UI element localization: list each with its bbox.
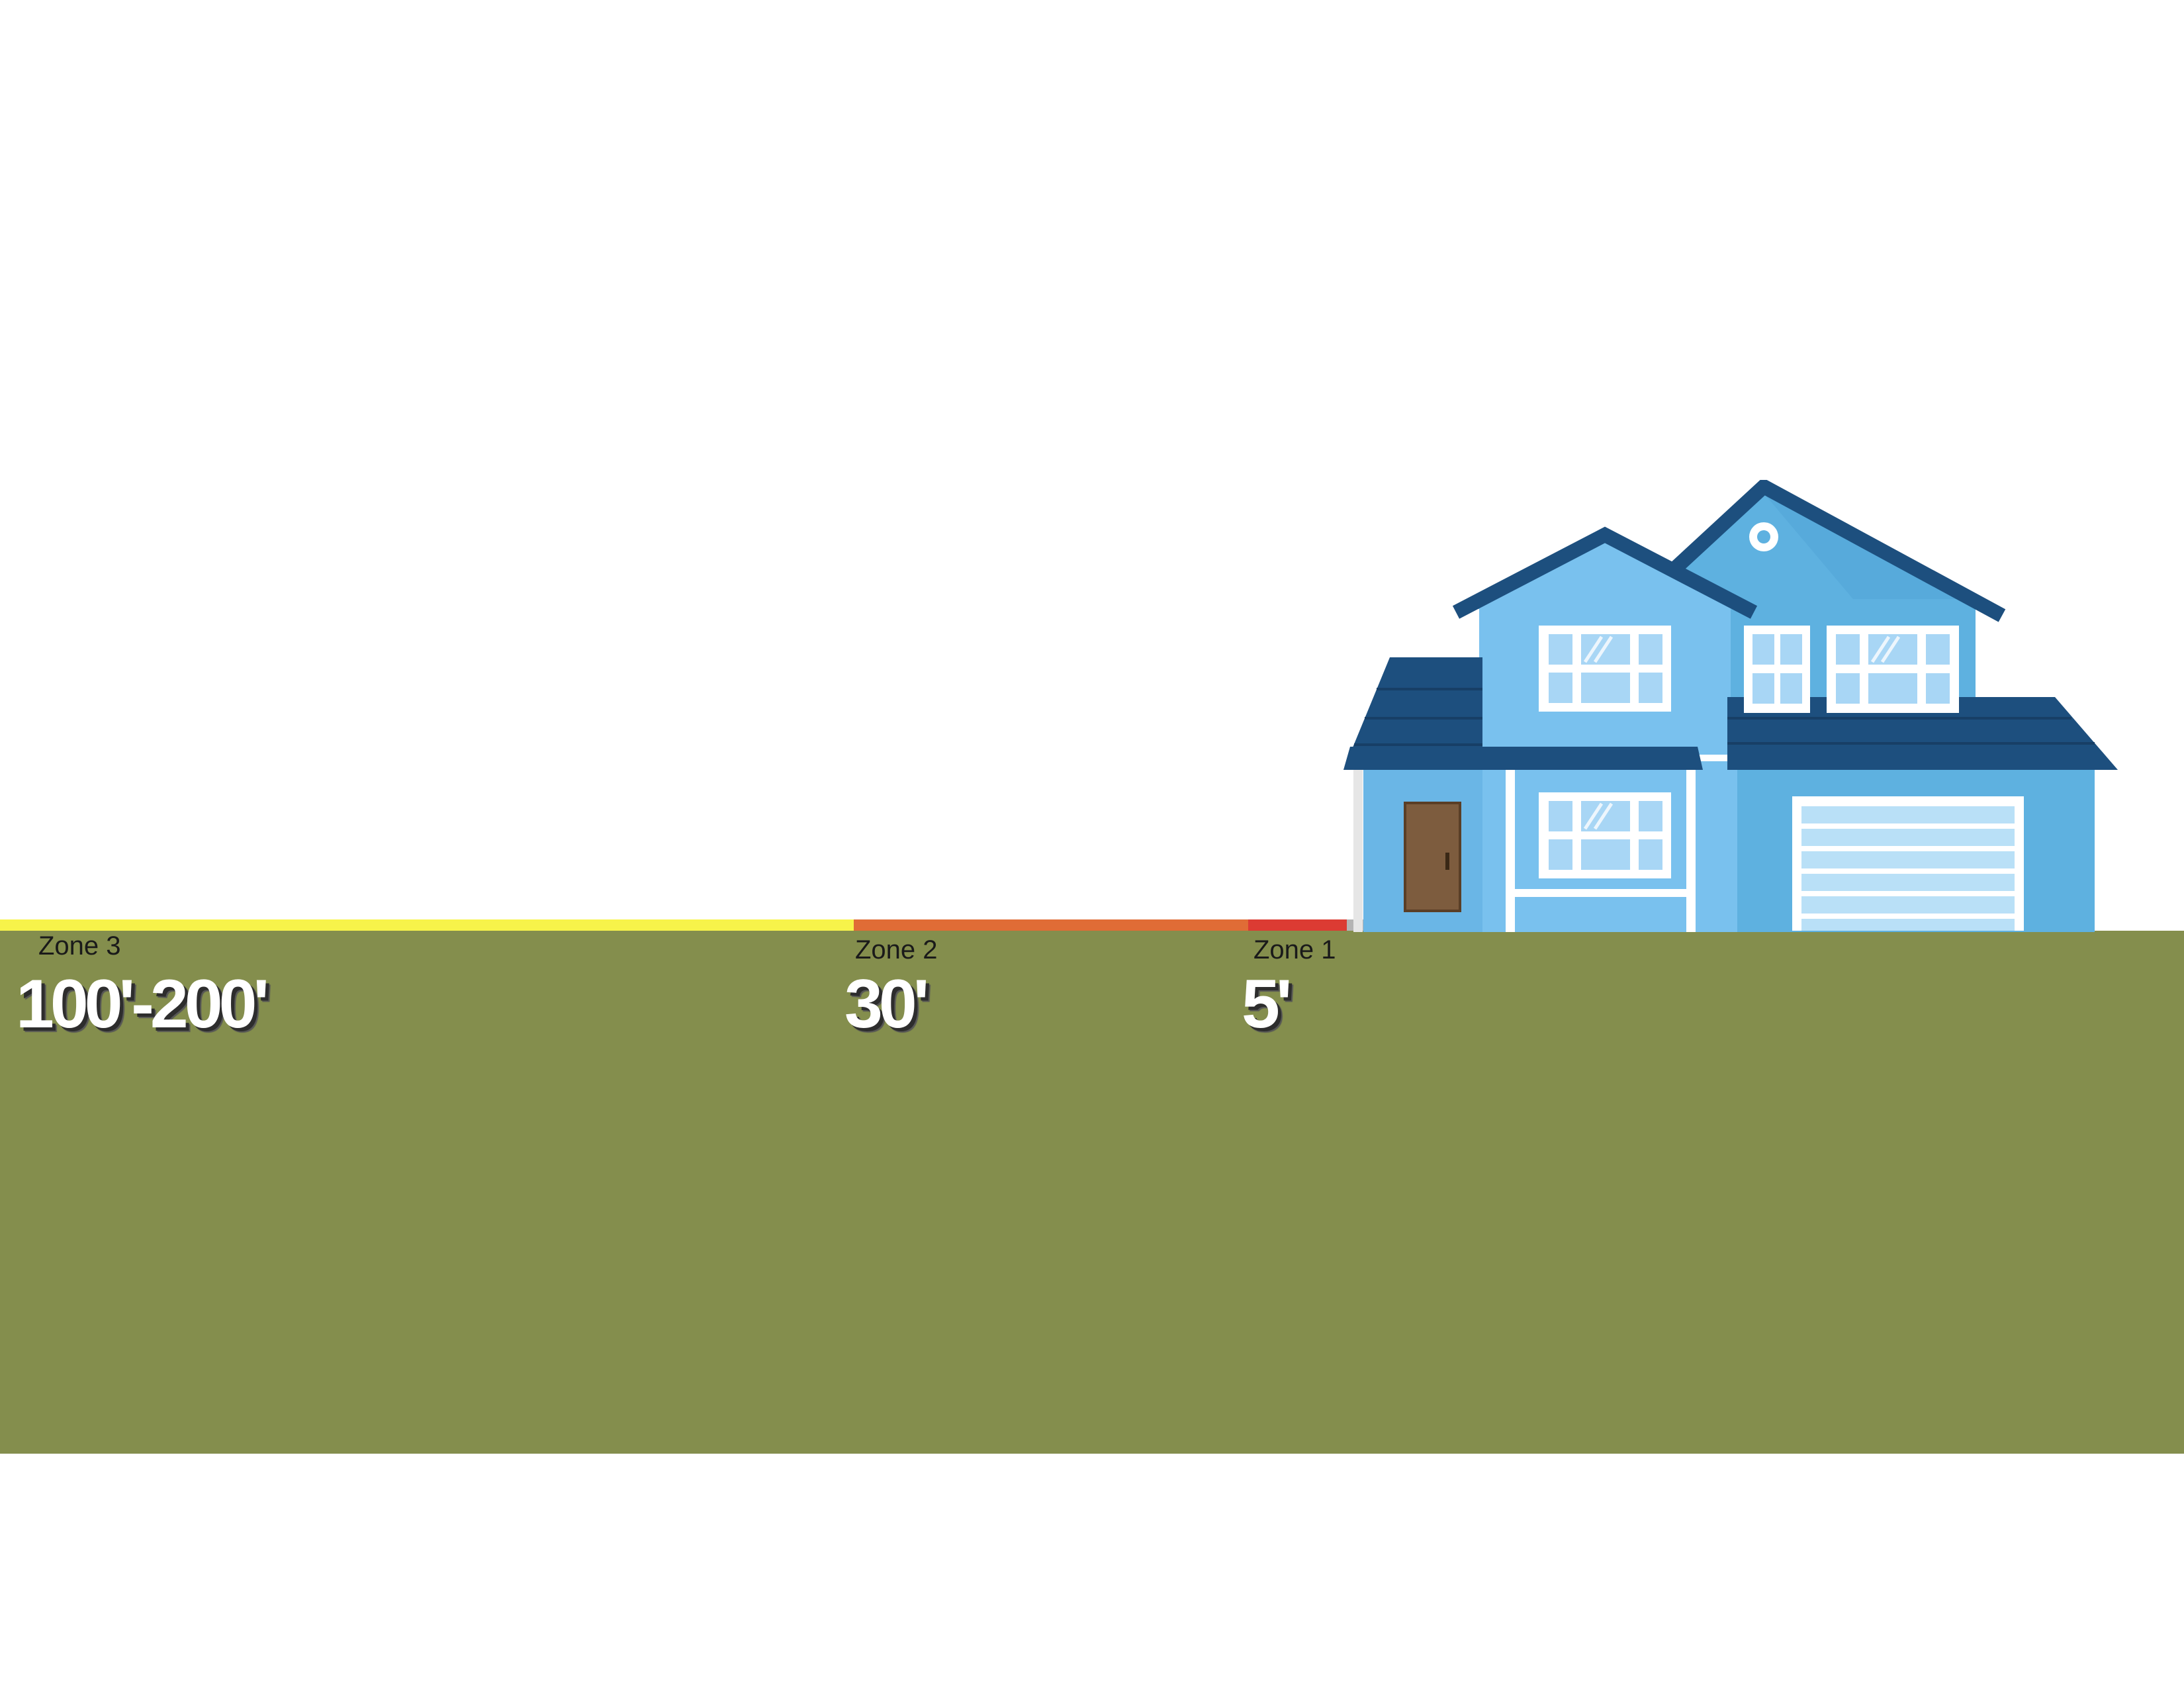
left-roof-line	[1452, 526, 1758, 619]
zone-2-label: Zone 2	[855, 935, 938, 964]
house-illustration	[1343, 480, 2118, 932]
left-side-roof	[1343, 657, 1482, 770]
front-door	[1404, 802, 1461, 912]
porch-post-right	[1686, 770, 1696, 932]
zone-2-distance: 30'	[844, 966, 929, 1043]
porch-rail	[1515, 889, 1686, 897]
porch-roof	[1343, 747, 1703, 770]
porch-post-middle	[1506, 770, 1515, 932]
zone-3-label: Zone 3	[38, 931, 121, 961]
zone-1-bar	[1248, 919, 1347, 931]
ground	[0, 931, 2184, 1454]
door-handle	[1445, 853, 1449, 870]
zone-1-distance: 5'	[1242, 966, 1293, 1043]
garage-roof	[1727, 697, 2118, 770]
zone-1-label: Zone 1	[1253, 935, 1336, 964]
zone-3-bar	[0, 919, 854, 931]
porch-post-left	[1353, 770, 1363, 932]
zone-3-distance: 100'-200'	[16, 966, 269, 1043]
zone-2-bar	[854, 919, 1248, 931]
left-gable	[1463, 536, 1747, 609]
